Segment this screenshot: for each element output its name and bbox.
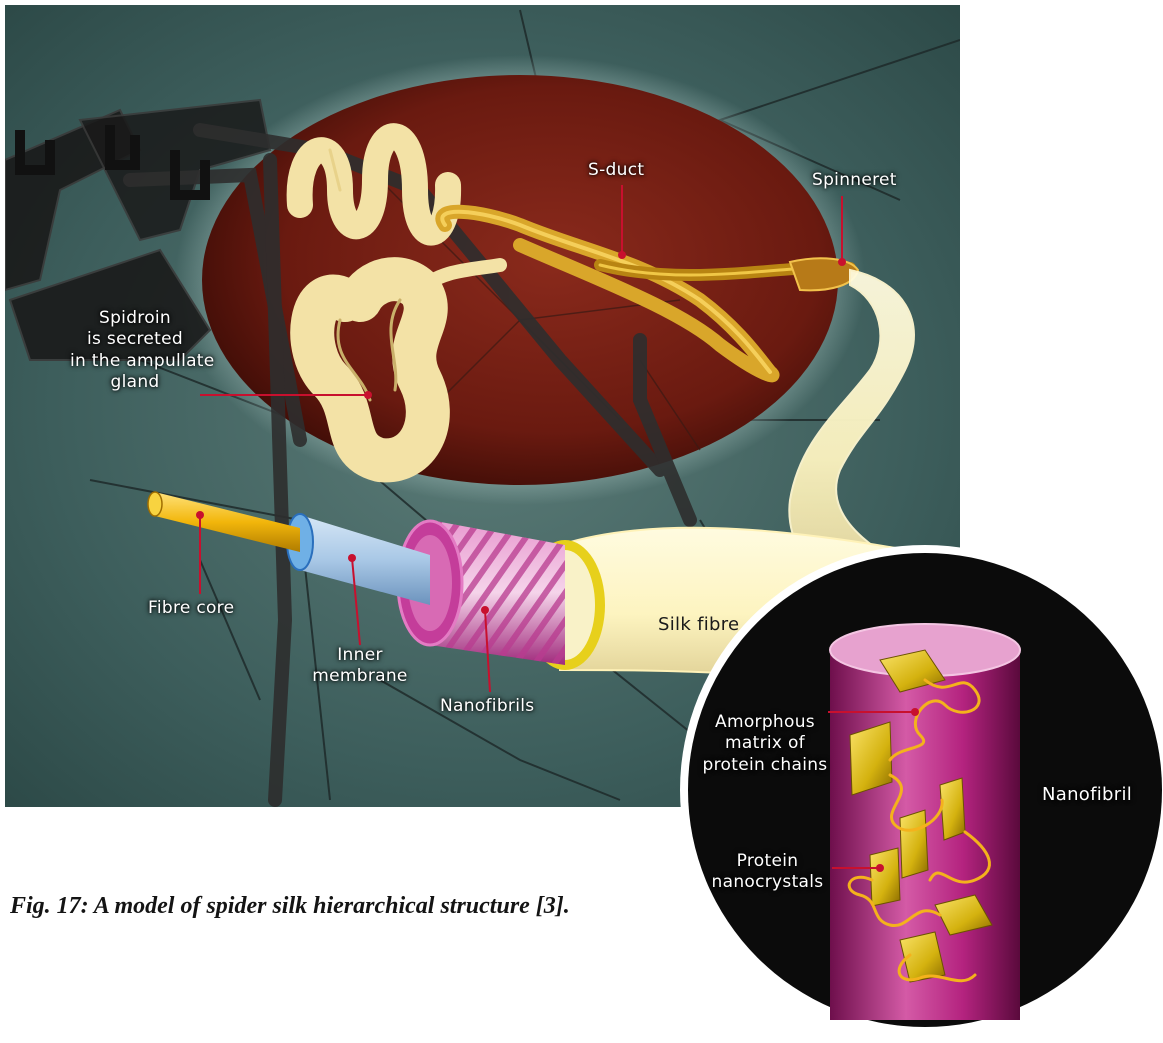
label-amorphous-line2: matrix of <box>695 733 835 754</box>
label-inner-membrane: Inner membrane <box>310 645 410 688</box>
label-amorphous-line3: protein chains <box>695 755 835 776</box>
label-nanofibrils: Nanofibrils <box>440 696 534 717</box>
label-spidroin-line2: is secreted <box>70 329 200 350</box>
label-protein-nanocrystals: Protein nanocrystals <box>705 851 830 894</box>
fibre-core-end <box>148 492 162 516</box>
label-amorphous-line1: Amorphous <box>695 712 835 733</box>
label-inner-membrane-line2: membrane <box>310 666 410 687</box>
label-spidroin-line1: Spidroin <box>70 308 200 329</box>
label-nanofibril: Nanofibril <box>1042 784 1132 807</box>
label-spidroin-line3: in the ampullate <box>70 351 200 372</box>
label-spinneret: Spinneret <box>812 170 897 191</box>
label-spidroin-line4: gland <box>70 372 200 393</box>
label-amorphous: Amorphous matrix of protein chains <box>695 712 835 776</box>
figure-caption: Fig. 17: A model of spider silk hierarch… <box>10 893 570 920</box>
label-spidroin: Spidroin is secreted in the ampullate gl… <box>70 308 200 393</box>
label-fibre-core: Fibre core <box>148 598 234 619</box>
label-silk-fibre: Silk fibre <box>658 614 739 637</box>
label-inner-membrane-line1: Inner <box>310 645 410 666</box>
label-protein-nanocrystals-line2: nanocrystals <box>705 872 830 893</box>
label-s-duct: S-duct <box>588 160 644 181</box>
label-protein-nanocrystals-line1: Protein <box>705 851 830 872</box>
